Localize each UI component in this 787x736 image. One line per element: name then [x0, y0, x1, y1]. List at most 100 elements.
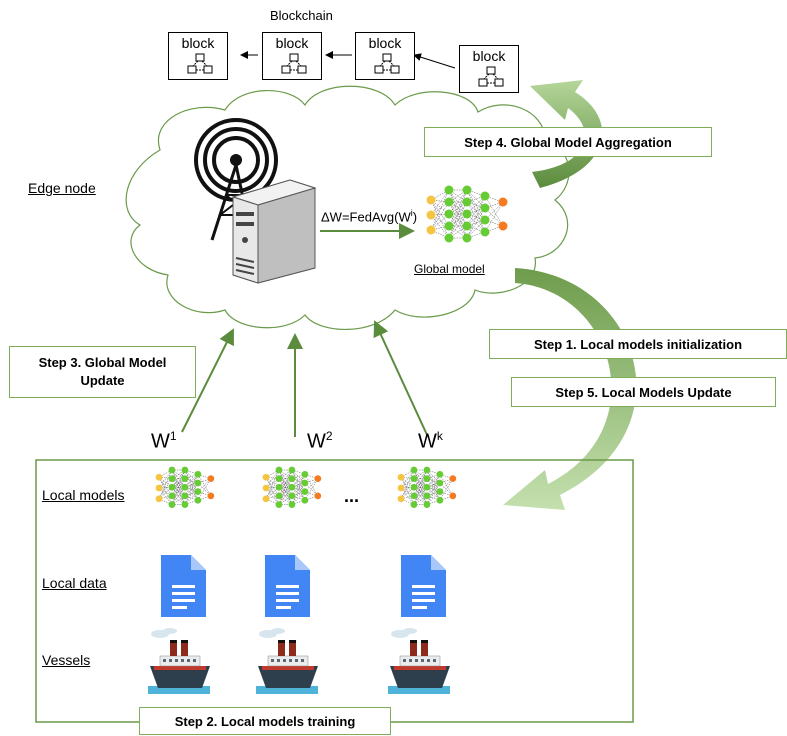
net-node [168, 475, 176, 483]
net-edge [291, 474, 306, 497]
net-node [301, 488, 309, 495]
net-node [194, 488, 202, 495]
net-node [288, 466, 296, 474]
global-model-network-icon [426, 185, 508, 243]
net-node [462, 209, 472, 219]
funnel-top [278, 640, 285, 643]
net-edge [184, 482, 199, 505]
net-node [426, 195, 436, 205]
net-node [423, 492, 431, 500]
net-node [436, 470, 444, 478]
block-4: block [459, 45, 519, 93]
net-node [155, 495, 163, 503]
upload-arrow-1 [181, 328, 234, 433]
net-edge [466, 207, 486, 239]
ship-icon-3 [388, 628, 450, 694]
net-node [168, 483, 176, 491]
net-node [480, 227, 490, 237]
net-edge [158, 478, 173, 499]
funnel [170, 640, 177, 656]
blockchain-icon [374, 53, 400, 74]
net-node [480, 215, 490, 225]
window [415, 659, 418, 662]
w1-base: W [151, 430, 170, 453]
doc-fold [295, 555, 310, 570]
net-node [262, 484, 270, 492]
net-node [262, 473, 270, 481]
ship-icon-1 [148, 628, 210, 694]
net-node [168, 492, 176, 500]
document-icon-2 [265, 555, 310, 617]
doc-line [172, 592, 195, 595]
net-node [462, 221, 472, 231]
net-node [426, 210, 436, 220]
local-model-network-icon-2 [262, 466, 322, 508]
block-3: block [355, 32, 415, 80]
net-edge [265, 469, 280, 489]
net-edge [158, 487, 173, 505]
net-node [194, 496, 202, 504]
net-edge [265, 469, 280, 499]
hull [390, 666, 450, 688]
net-edge [426, 469, 441, 492]
net-edge [484, 195, 504, 227]
step1-5-curved-arrow [503, 268, 637, 510]
net-node [444, 233, 454, 243]
net-node [397, 473, 405, 481]
net-node [449, 475, 457, 483]
net-node [288, 501, 296, 508]
local-model-network-icon-3 [397, 466, 457, 508]
step5-box: Step 5. Local Models Update [511, 377, 776, 407]
funnel-top [289, 640, 296, 643]
block-1: block [168, 32, 228, 80]
weight-label-2: W2 [307, 429, 333, 454]
local-models-label: Local models [42, 487, 125, 503]
net-edge [158, 477, 173, 505]
net-edge [265, 478, 280, 499]
net-edge [291, 482, 306, 505]
ellipsis: ... [344, 486, 360, 506]
net-node [410, 492, 418, 500]
net-edge [448, 213, 468, 239]
net-edge [304, 478, 319, 501]
net-node [410, 466, 418, 474]
net-edge [466, 189, 486, 221]
local-data-label: Local data [42, 575, 107, 591]
window [271, 659, 274, 662]
net-edge [413, 469, 428, 488]
window [409, 659, 412, 662]
net-edge [184, 474, 199, 505]
funnel [181, 640, 188, 656]
window [403, 659, 406, 662]
window [277, 659, 280, 662]
local-data-documents [161, 555, 446, 617]
net-edge [278, 469, 293, 505]
net-node [314, 475, 322, 483]
net-node [288, 475, 296, 483]
fedavg-formula: ΔW=FedAvg(Wi) [321, 208, 417, 224]
block-label: block [472, 48, 506, 64]
funnel [278, 640, 285, 656]
hull-stripe [154, 666, 206, 670]
net-edge [413, 469, 428, 505]
net-node [301, 479, 309, 487]
window [427, 659, 430, 662]
net-node [423, 466, 431, 474]
net-edge [400, 478, 415, 499]
net-node [498, 221, 508, 231]
net-edge [184, 469, 199, 492]
upload-arrow-3 [373, 320, 429, 438]
window [187, 659, 190, 662]
doc-line [276, 585, 299, 588]
net-node [423, 475, 431, 483]
formula-main: ΔW=FedAvg(W [321, 209, 411, 225]
net-edge [158, 469, 173, 499]
cabin [159, 655, 201, 667]
net-edge [439, 474, 454, 497]
doc-fold [431, 555, 446, 570]
neural-networks [155, 185, 508, 508]
net-node [397, 484, 405, 492]
w1-sup: 1 [169, 429, 177, 443]
blockchain-icon [281, 53, 307, 74]
net-node [207, 492, 215, 500]
